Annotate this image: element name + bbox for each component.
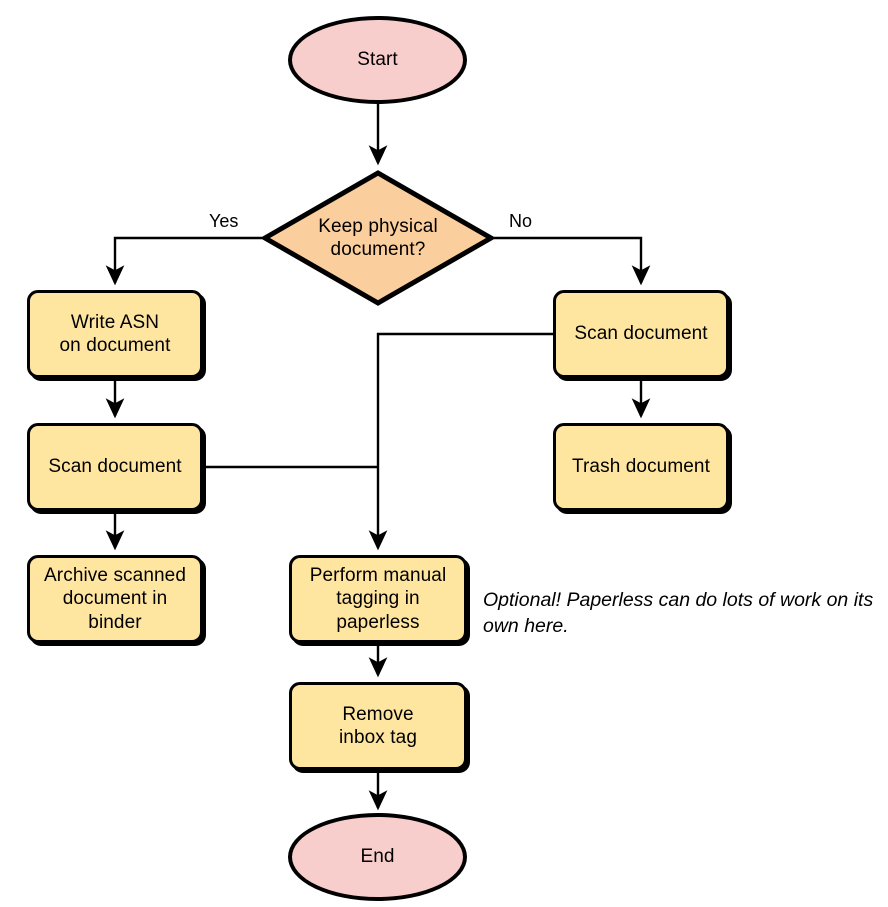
node-write-asn-on-document[interactable]: Write ASN on document [27, 290, 203, 378]
edge-label-no: No [509, 211, 533, 231]
node-start-label: Start [357, 49, 398, 71]
node-start[interactable]: Start [288, 16, 467, 104]
node-end[interactable]: End [288, 813, 467, 901]
node-decision-keep-physical-document[interactable]: Keep physical document? [262, 170, 494, 306]
node-trash-document-label: Trash document [572, 456, 710, 478]
diamond-shape [262, 170, 494, 306]
edge-label-yes: Yes [209, 211, 239, 231]
edge-decision-no-to-scan-right [494, 236, 651, 286]
node-scan-document-right[interactable]: Scan document [553, 290, 729, 378]
annotation-optional-note: Optional! Paperless can do lots of work … [483, 589, 874, 637]
node-archive-scanned-document[interactable]: Archive scanned document in binder [27, 555, 203, 643]
node-remove-inbox-tag[interactable]: Remove inbox tag [289, 682, 467, 770]
node-write-asn-label: Write ASN on document [59, 311, 171, 356]
node-perform-manual-tagging[interactable]: Perform manual tagging in paperless [289, 555, 467, 643]
node-remove-inbox-tag-label: Remove inbox tag [338, 703, 417, 748]
node-trash-document[interactable]: Trash document [553, 423, 729, 511]
edge-decision-yes-to-write-asn [105, 236, 262, 286]
node-scan-document-right-label: Scan document [574, 323, 708, 345]
node-scan-document-left[interactable]: Scan document [27, 423, 203, 511]
node-archive-label: Archive scanned document in binder [44, 565, 186, 633]
node-perform-manual-tagging-label: Perform manual tagging in paperless [309, 565, 447, 633]
node-end-label: End [360, 846, 395, 868]
node-decision-label: Keep physical document? [318, 215, 438, 260]
node-scan-document-left-label: Scan document [48, 456, 182, 478]
edge-scan-right-to-tagging [368, 332, 553, 551]
